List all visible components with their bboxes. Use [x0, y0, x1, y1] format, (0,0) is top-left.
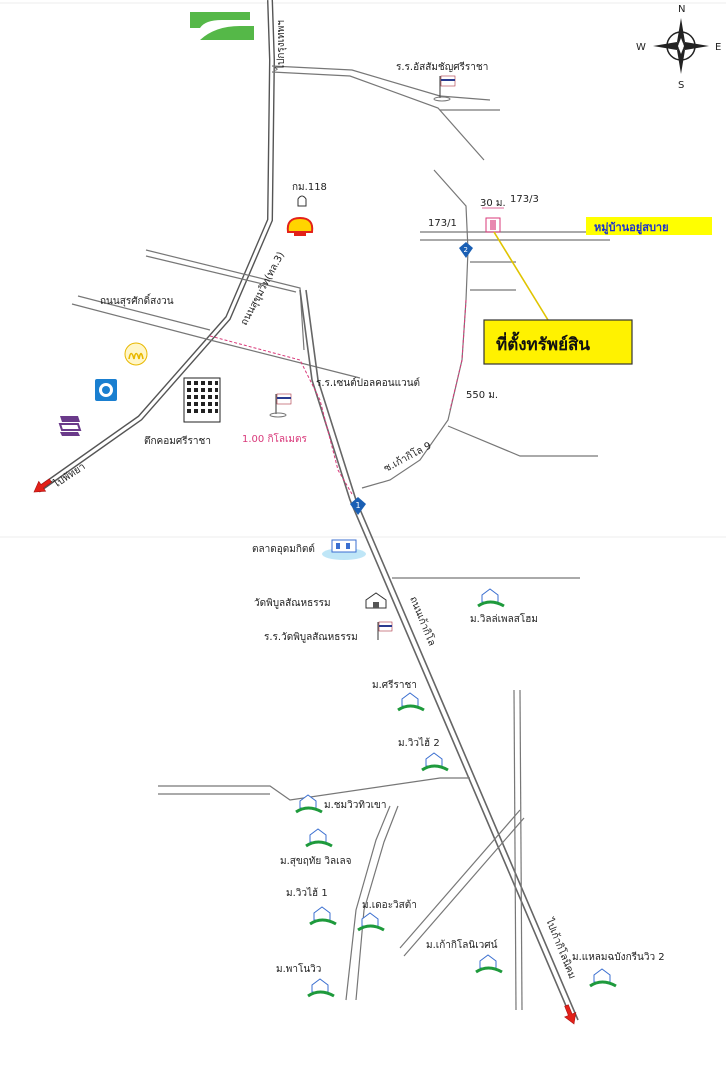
house-icon: [397, 692, 425, 712]
label-property-location: ที่ตั้งทรัพย์สิน: [496, 331, 590, 355]
road-soi9-east: [447, 425, 598, 457]
road-surasak-2: [77, 295, 211, 331]
scb-icon: [58, 416, 82, 436]
label-m-viewhai-2: ม.วิวไฮ้ 2: [398, 737, 440, 749]
road-assumption-2: [271, 71, 485, 161]
flag-icon: [269, 393, 292, 418]
route-dashed-2: [449, 299, 467, 411]
label-udom-market: ตลาดอุดมกิตต์: [252, 543, 315, 555]
label-sukhumvit: ถนนสุขุมวิท(ทล.3): [239, 250, 287, 327]
compass-w: W: [636, 42, 646, 53]
temple-icon: [365, 592, 387, 609]
label-m-chomview-khao: ม.ชมวิวทิวเขา: [324, 800, 386, 811]
flag-icon: [433, 75, 456, 102]
label-villa-place-home: ม.วิลล่เพลสโฮม: [470, 612, 538, 625]
house-icon: [305, 828, 333, 848]
market-icon: [322, 539, 366, 560]
label-m-dekovista: ม.เดอะวิสต้า: [362, 899, 417, 911]
property-location-box: ที่ตั้งทรัพย์สิน: [483, 319, 633, 365]
compass-icon: N S E W: [636, 4, 721, 91]
route-badge-2: 2: [464, 246, 468, 254]
road-south-west: [158, 777, 470, 801]
label-m-suksuthai: ม.สุขฤทัย วิลเลจ: [280, 856, 352, 867]
label-surasak: ถนนสุรศักดิ์สงวน: [100, 293, 174, 307]
arrow-icon: [564, 1004, 577, 1025]
label-km118: กม.118: [292, 182, 327, 193]
property-plot: [482, 207, 549, 321]
village-label-box: หมู่บ้านอยู่สบาย: [586, 217, 712, 235]
label-1km: 1.00 กิโลเมตร: [242, 432, 308, 445]
label-m-laemchabang-2: ม.แหลมฉบังกรีนวิว 2: [572, 951, 665, 963]
road-sukhumvit: [36, 0, 276, 493]
label-school-wat-piboon: ร.ร.วัดพิบูลสัณหธรรม: [264, 632, 358, 643]
compass-n: N: [678, 4, 685, 15]
route-marker-icon: 2: [459, 242, 473, 258]
house-icon: [295, 794, 323, 814]
house-icon: [475, 954, 503, 974]
label-thanon-ko-kilo: ถนนเก้ากิโล: [407, 594, 439, 647]
house-icon: [307, 978, 335, 998]
label-school-st-paul: ร.ร.เซนต์ปอลคอนแวนต์: [316, 377, 420, 389]
flag-icon: [377, 621, 393, 640]
building-icon: [183, 377, 221, 423]
route-badge-1: 1: [356, 501, 361, 510]
road-ko-kilo: [299, 289, 573, 1021]
label-soi-ko-kot-9: ซ.เก้ากิโล 9: [381, 439, 433, 475]
house-icon: [477, 588, 505, 608]
label-m-kaokilo-nivet: ม.เก้ากิโลนิเวศน์: [426, 938, 498, 951]
label-tuk-com: ตึกคอมศรีราชา: [144, 435, 211, 447]
label-school-assumption: ร.ร.อัสสัมชัญศรีราชา: [396, 61, 488, 73]
label-173-3: 173/3: [510, 194, 539, 205]
railway-line: [513, 689, 517, 1011]
road-assumption: [271, 65, 491, 101]
label-m-sriracha: ม.ศรีราชา: [372, 679, 417, 691]
label-173-1: 173/1: [428, 218, 457, 229]
road-south-vertical-2: [355, 805, 399, 1001]
compass-s: S: [678, 80, 684, 91]
temple-icon: [297, 195, 307, 207]
road-ko-kilo-2: [305, 289, 579, 1021]
road-south-vertical: [345, 805, 391, 1001]
road-village-north: [433, 169, 469, 251]
label-village: หมู่บ้านอยู่สบาย: [594, 221, 669, 235]
label-wat-piboon: วัดพิบูลสัณหธรรม: [254, 598, 331, 609]
arrow-icon: [33, 478, 52, 493]
label-to-kao-kilo-nikhom: ไปเก้ากิโลนิคม: [543, 915, 579, 980]
label-30m: 30 ม.: [480, 198, 506, 209]
krungthai-icon: [95, 379, 117, 401]
kasikorn-icon: [124, 342, 148, 366]
house-icon: [421, 752, 449, 772]
shell-icon: [286, 216, 314, 236]
road-south-diagonal-2: [403, 817, 525, 957]
compass-e: E: [715, 42, 721, 53]
house-icon: [589, 968, 617, 988]
label-m-viewhai-1: ม.วิวไฮ้ 1: [286, 887, 328, 899]
house-icon: [357, 912, 385, 932]
label-550m: 550 ม.: [466, 390, 498, 401]
house-icon: [309, 906, 337, 926]
route-dashed: [209, 335, 353, 495]
road-northwest: [145, 249, 305, 351]
logo-icon: [187, 8, 257, 42]
label-to-bangkok: ไปกรุงเทพฯ: [275, 20, 287, 71]
route-marker-icon: 1: [350, 497, 366, 515]
road-south-diagonal: [399, 809, 521, 949]
railway-line-2: [519, 689, 523, 1011]
road-northwest-2: [145, 255, 297, 293]
label-m-panoview: ม.พาโนวิว: [276, 962, 321, 975]
